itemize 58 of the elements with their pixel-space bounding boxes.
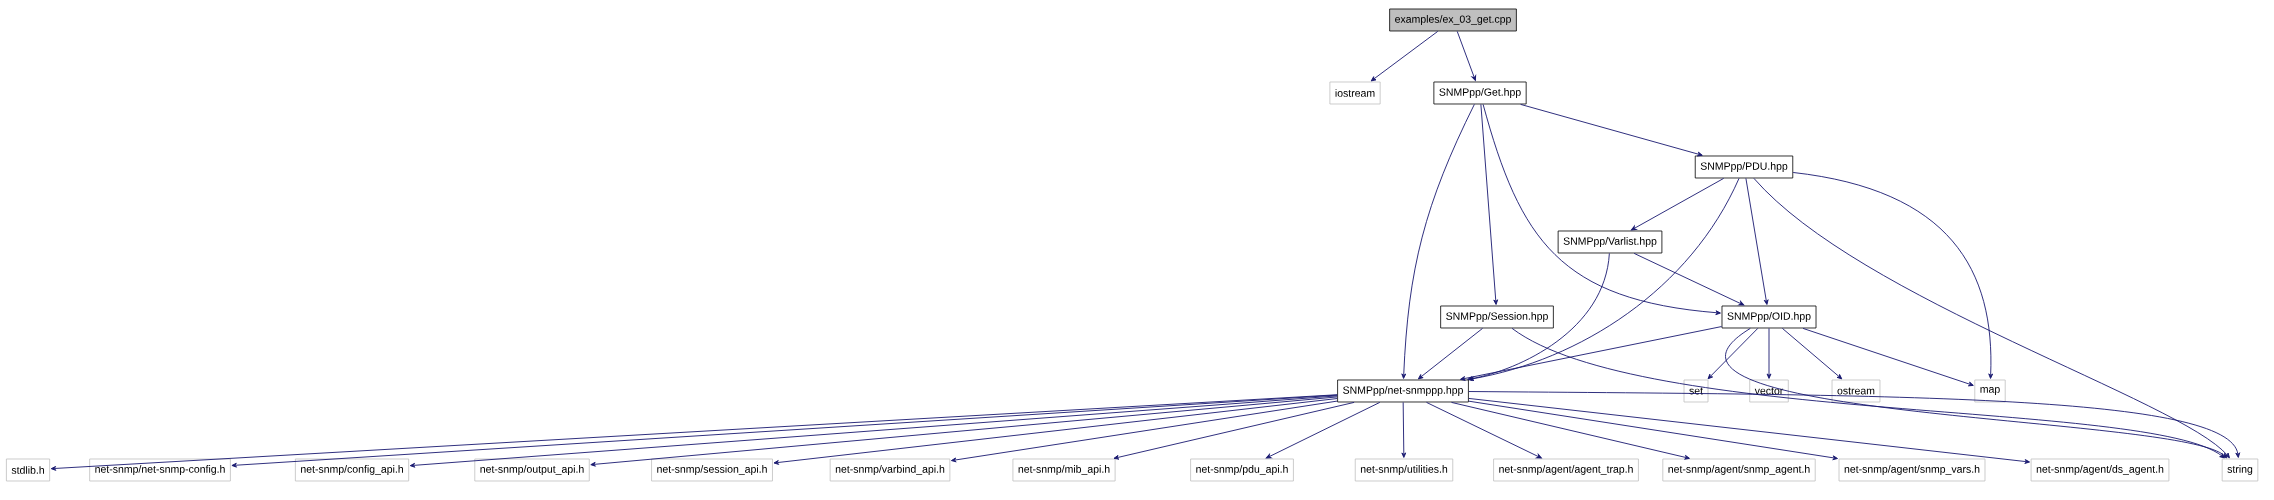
arrow: [1265, 401, 1381, 459]
arrow: [1460, 326, 1723, 381]
arrow: [1792, 172, 1994, 379]
header-box: ostream: [1831, 379, 1881, 403]
header-box: net-snmp/mib_api.h: [1012, 458, 1116, 482]
header-box: net-snmp/session_api.h: [651, 458, 773, 482]
arrow: [1451, 401, 1690, 460]
header-box: net-snmp/output_api.h: [474, 458, 590, 482]
header-box: SNMPpp/Get.hpp: [1433, 81, 1527, 105]
arrow: [1511, 327, 2225, 459]
header-box: net-snmp/net-snmp-config.h: [89, 458, 231, 482]
arrow: [1802, 327, 1974, 387]
file-box: examples/ex_03_get.cpp: [1389, 8, 1517, 32]
arrow: [950, 400, 1338, 463]
arrow: [50, 394, 1338, 471]
arrow: [1468, 397, 2030, 464]
header-box: SNMPpp/Session.hpp: [1440, 305, 1554, 329]
arrow: [1468, 391, 2241, 458]
header-box: net-snmp/varbind_api.h: [829, 458, 951, 482]
arrow: [1482, 103, 1721, 316]
arrow: [590, 396, 1338, 467]
header-box: net-snmp/agent/agent_trap.h: [1493, 458, 1639, 482]
arrow: [1468, 400, 1838, 461]
arrow: [1401, 401, 1407, 458]
arrow: [1726, 327, 2228, 459]
header-box: net-snmp/agent/snmp_vars.h: [1838, 458, 1986, 482]
arrow: [1480, 103, 1499, 305]
arrow: [1766, 327, 1772, 379]
arrow: [1520, 103, 1703, 157]
arrow: [1707, 327, 1759, 380]
header-box: net-snmp/utilities.h: [1354, 458, 1454, 482]
header-box: net-snmp/agent/ds_agent.h: [2030, 458, 2170, 482]
arrow: [1781, 327, 1843, 380]
header-box: net-snmp/pdu_api.h: [1190, 458, 1294, 482]
arrow: [1753, 177, 2230, 459]
arrow: [231, 394, 1338, 468]
header-box: SNMPpp/net-snmppp.hpp: [1337, 379, 1469, 403]
header-box: SNMPpp/PDU.hpp: [1694, 155, 1794, 179]
header-box: SNMPpp/Varlist.hpp: [1557, 230, 1663, 254]
arrow: [1456, 30, 1477, 81]
arrow: [1630, 177, 1725, 231]
arrow: [409, 395, 1338, 468]
header-box: SNMPpp/OID.hpp: [1721, 305, 1817, 329]
arrow: [1633, 252, 1745, 306]
header-box: map: [1974, 379, 2006, 403]
header-box: net-snmp/agent/snmp_agent.h: [1662, 458, 1816, 482]
arrow: [1401, 103, 1475, 379]
arrow: [1113, 401, 1355, 460]
header-box: net-snmp/config_api.h: [294, 458, 410, 482]
arrow: [1745, 177, 1769, 305]
arrow: [1417, 327, 1483, 380]
header-box: stdlib.h: [6, 458, 51, 482]
header-box: iostream: [1329, 81, 1381, 105]
arrow: [1426, 401, 1542, 459]
arrow: [1467, 252, 1610, 381]
arrow: [773, 398, 1338, 465]
arrow: [1370, 30, 1439, 82]
header-box: string: [2221, 458, 2259, 482]
